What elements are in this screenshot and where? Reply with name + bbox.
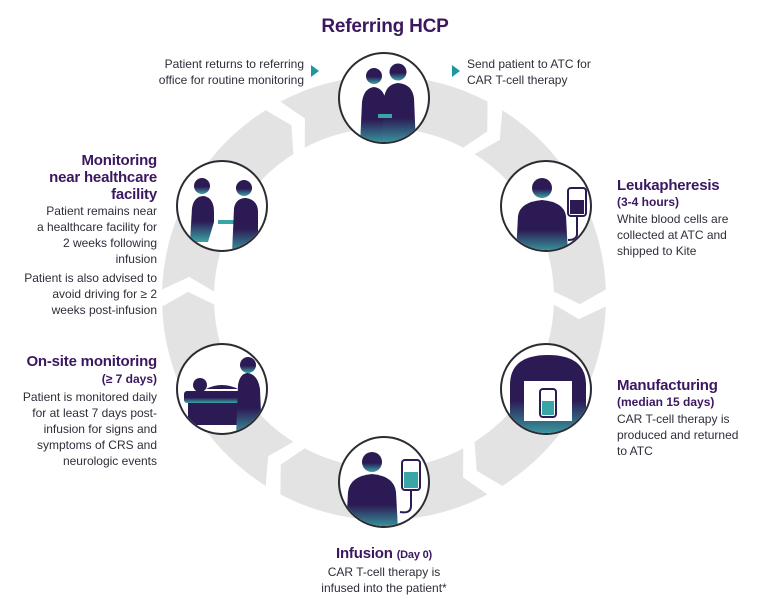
manufacturing-subtitle: (median 15 days) bbox=[617, 395, 715, 409]
onsite-monitoring-icon bbox=[176, 343, 268, 435]
infusion-icon bbox=[338, 436, 430, 528]
doctor-patient-icon bbox=[338, 52, 430, 144]
onsite-subtitle: (≥ 7 days) bbox=[101, 372, 157, 386]
manufacturing-title: Manufacturing bbox=[617, 377, 718, 394]
manufacturing-icon bbox=[500, 343, 592, 435]
leukapheresis-icon bbox=[500, 160, 592, 252]
onsite-title: On-site monitoring bbox=[26, 353, 157, 370]
arrow-left-icon bbox=[311, 65, 319, 77]
arrow-right-icon bbox=[452, 65, 460, 77]
infusion-subtitle: (Day 0) bbox=[396, 549, 432, 561]
caregiver-icon bbox=[176, 160, 268, 252]
ring-segment bbox=[196, 110, 294, 208]
leukapheresis-title: Leukapheresis bbox=[617, 177, 720, 194]
leukapheresis-subtitle: (3-4 hours) bbox=[617, 195, 680, 209]
ring-segment bbox=[474, 388, 572, 486]
infusion-title: Infusion (Day 0) bbox=[336, 545, 432, 562]
referring-title: Referring HCP bbox=[321, 16, 449, 37]
